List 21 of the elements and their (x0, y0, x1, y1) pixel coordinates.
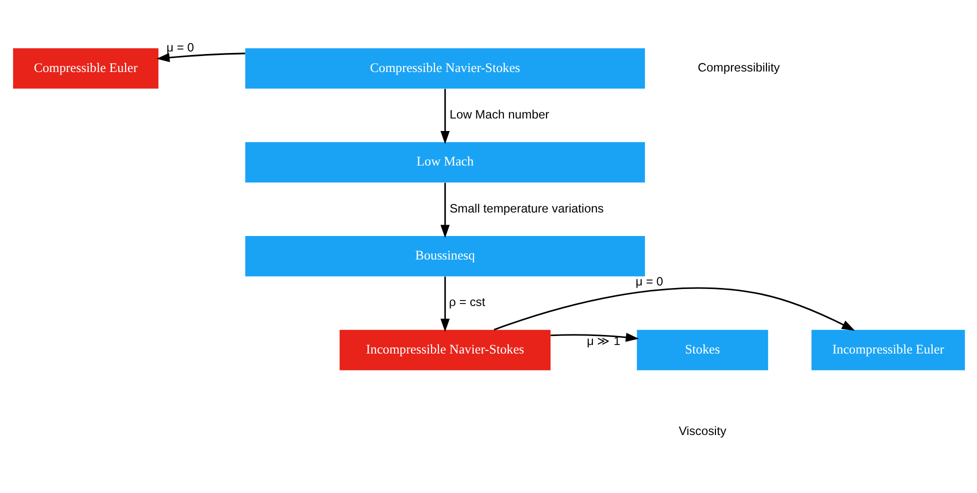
arrow (156, 52, 245, 62)
node-box: Compressible Euler (12, 48, 158, 88)
node-box: Stokes (636, 329, 768, 370)
edge-label: μ = 0 (635, 274, 663, 288)
node-box: Incompressible Euler (811, 329, 964, 370)
arrow (493, 286, 854, 330)
arrow (440, 182, 450, 238)
node-box: Incompressible Navier-Stokes (339, 329, 550, 370)
node-box: Compressible Navier-Stokes (244, 48, 644, 88)
arrow (440, 276, 450, 332)
edge-label: μ ≫ 1 (586, 333, 620, 348)
arrow (550, 332, 638, 342)
edge-label: Small temperature variations (449, 200, 604, 215)
edge-label: Low Mach number (449, 106, 549, 121)
label: Compressibility (697, 60, 780, 74)
edge-label: ρ = cst (448, 294, 485, 309)
edge-label: μ = 0 (166, 40, 194, 54)
arrow (440, 88, 450, 144)
label: Viscosity (678, 423, 726, 438)
node-box: Boussinesq (244, 235, 644, 276)
node-box: Low Mach (244, 142, 644, 182)
